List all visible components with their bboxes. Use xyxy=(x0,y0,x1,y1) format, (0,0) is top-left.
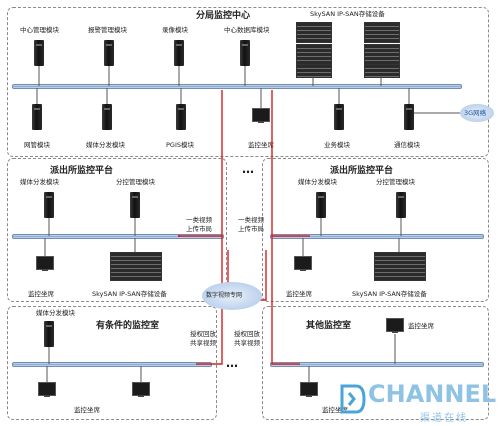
label-top-storage: SkySAN IP-SAN存储设备 xyxy=(310,10,385,18)
channel-logo-icon xyxy=(340,384,366,414)
right-server-sub-control xyxy=(396,192,406,218)
upload-left-line1: 一类视频 xyxy=(186,216,212,224)
server-recording xyxy=(174,40,184,66)
room-monitor-seat-1 xyxy=(38,382,56,397)
left-label-media-distribution: 媒体分发模块 xyxy=(20,178,59,186)
server-center-management xyxy=(34,40,44,66)
cloud-label: 数字视频专网 xyxy=(206,292,243,299)
label-monitor-seat-center: 监控坐席 xyxy=(248,141,274,149)
top-network-bus xyxy=(12,84,462,89)
right-label-monitor-seat: 监控坐席 xyxy=(286,290,312,298)
server-communication xyxy=(404,104,414,130)
right-server-media xyxy=(316,192,326,218)
right-label-storage: SkySAN IP-SAN存储设备 xyxy=(352,290,427,298)
left-server-sub-control xyxy=(130,192,140,218)
branch-monitoring-center-panel xyxy=(7,7,489,157)
label-3g-network: 3G网络 xyxy=(464,109,487,117)
share-left-line1: 授权回放 xyxy=(190,330,216,338)
server-media-distribution xyxy=(102,104,112,130)
other-monitor-seat-2 xyxy=(300,382,318,397)
ellipsis-top: … xyxy=(242,162,255,176)
right-station-monitor-seat xyxy=(294,256,312,271)
left-server-media xyxy=(44,192,54,218)
room-monitor-seat-2 xyxy=(132,382,150,397)
watermark-sub: 渠道在线 xyxy=(420,413,468,424)
storage-array-1 xyxy=(296,22,332,43)
other-label-monitor-seat-2: 监控坐席 xyxy=(322,406,348,414)
3g-network-cloud xyxy=(460,104,494,122)
upload-right-line1: 一类视频 xyxy=(238,216,264,224)
server-business xyxy=(334,104,344,130)
monitor-seat-center xyxy=(252,108,270,123)
label-center-database: 中心数据库模块 xyxy=(224,26,270,34)
room-label-media-distribution: 媒体分发模块 xyxy=(36,309,75,317)
left-station-bus xyxy=(12,234,224,239)
server-center-database xyxy=(240,40,250,66)
label-network-management: 网管模块 xyxy=(24,141,50,149)
other-room-title: 其他监控室 xyxy=(306,321,352,331)
storage-array-6 xyxy=(364,64,400,78)
storage-array-5 xyxy=(296,64,332,78)
right-station-storage xyxy=(374,252,426,281)
label-media-distribution: 媒体分发模块 xyxy=(86,141,125,149)
other-label-monitor-seat-1: 监控坐席 xyxy=(408,322,434,330)
upload-left-line2: 上传市局 xyxy=(186,225,212,233)
left-label-storage: SkySAN IP-SAN存储设备 xyxy=(92,290,167,298)
right-room-bus xyxy=(270,362,484,367)
server-network-management xyxy=(32,104,42,130)
conditional-room-title: 有条件的监控室 xyxy=(96,321,160,331)
left-station-monitor-seat xyxy=(36,256,54,271)
left-station-storage xyxy=(110,252,162,281)
upload-arrow-left xyxy=(178,235,180,237)
upload-right-line2: 上传市局 xyxy=(238,225,264,233)
room-label-monitor-seat: 监控坐席 xyxy=(74,406,100,414)
label-recording: 录像模块 xyxy=(162,26,188,34)
branch-center-title: 分局监控中心 xyxy=(196,11,251,21)
left-label-monitor-seat: 监控坐席 xyxy=(28,290,54,298)
share-left-line2: 共享视频 xyxy=(190,339,216,347)
channel-logo: CHANNEL 渠道在线 xyxy=(340,380,498,424)
other-monitor-seat-1 xyxy=(386,318,404,333)
digital-video-network-cloud xyxy=(202,282,262,310)
server-alarm-management xyxy=(104,40,114,66)
right-label-sub-control: 分控管理模块 xyxy=(376,178,415,186)
label-alarm-management: 报警管理模块 xyxy=(88,26,127,34)
ellipsis-bottom: … xyxy=(226,356,239,370)
label-pgis: PGIS模块 xyxy=(166,141,194,149)
label-center-management: 中心管理模块 xyxy=(20,26,59,34)
right-station-bus xyxy=(270,234,484,239)
right-station-title: 派出所监控平台 xyxy=(330,166,394,176)
label-communication: 通信模块 xyxy=(394,141,420,149)
room-server-media xyxy=(44,321,54,347)
right-police-station-panel xyxy=(262,158,489,302)
server-pgis xyxy=(176,104,186,130)
left-label-sub-control: 分控管理模块 xyxy=(116,178,155,186)
right-label-media-distribution: 媒体分发模块 xyxy=(298,178,337,186)
share-right-line1: 授权回放 xyxy=(234,330,260,338)
storage-array-2 xyxy=(364,22,400,43)
label-business: 业务模块 xyxy=(324,141,350,149)
share-right-line2: 共享视频 xyxy=(234,339,260,347)
left-station-title: 派出所监控平台 xyxy=(50,166,114,176)
watermark-brand: CHANNEL xyxy=(368,380,497,408)
